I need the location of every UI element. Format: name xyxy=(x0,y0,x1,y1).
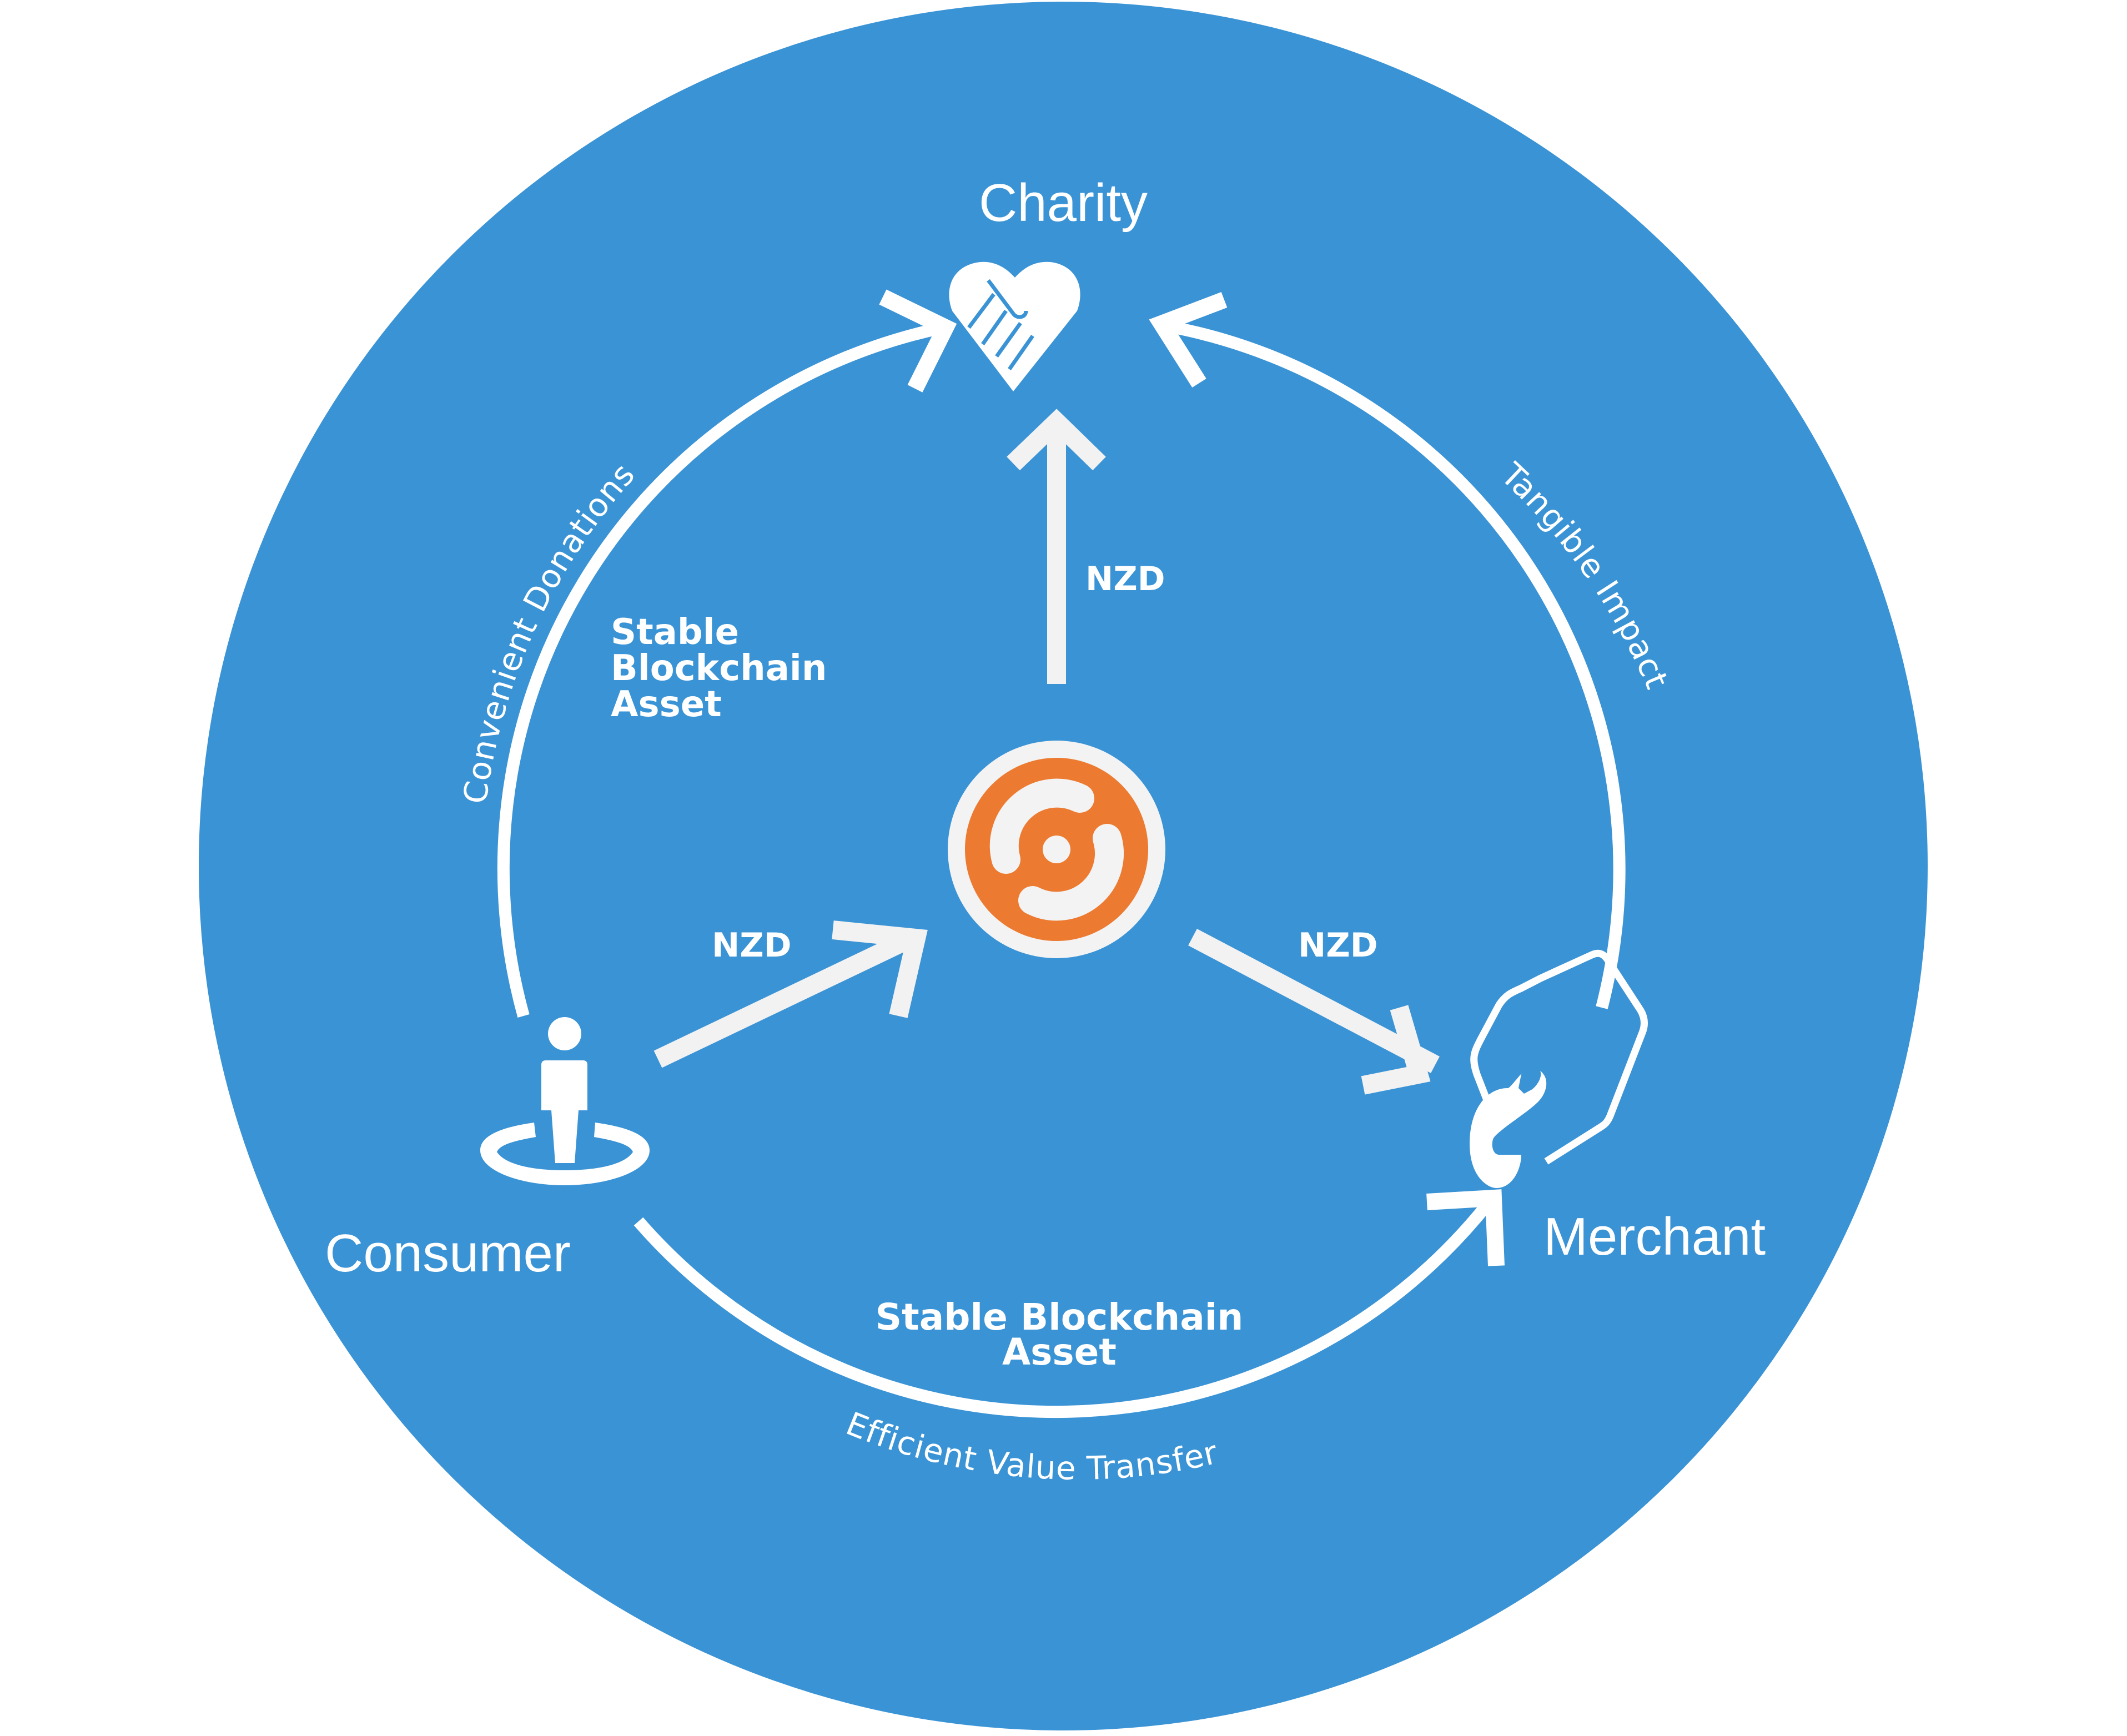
asset-line-1: Stable xyxy=(611,612,739,653)
charity-label: Charity xyxy=(979,173,1148,233)
nzd-label-hub-to-charity: NZD xyxy=(1085,560,1165,598)
heart-handshake-icon xyxy=(949,261,1080,391)
person-location-icon xyxy=(480,1017,650,1185)
consumer-label: Consumer xyxy=(325,1224,571,1283)
asset-line-3: Asset xyxy=(611,684,722,725)
nzd-label-hub-to-merchant: NZD xyxy=(1298,926,1378,965)
asset-line-2: Asset xyxy=(1002,1331,1117,1373)
orange-swirl-logo-icon xyxy=(948,741,1165,958)
asset-line-2: Blockchain xyxy=(611,648,827,689)
nzd-label-consumer-to-hub: NZD xyxy=(712,926,792,965)
merchant-label: Merchant xyxy=(1543,1207,1766,1266)
asset-label-consumer-to-merchant: Stable Blockchain Asset xyxy=(876,1296,1244,1373)
arc-consumer-to-merchant xyxy=(633,1189,1505,1418)
asset-label-consumer-to-charity: Stable Blockchain Asset xyxy=(611,612,827,725)
price-tag-icon xyxy=(1470,949,1648,1188)
arrow-hub-to-charity xyxy=(1007,409,1106,684)
arc-consumer-to-charity xyxy=(497,289,957,1018)
arc-merchant-to-charity xyxy=(1149,291,1626,1009)
arrow-hub-to-merchant xyxy=(1188,928,1440,1095)
asset-line-1: Stable Blockchain xyxy=(876,1296,1244,1339)
arrow-consumer-to-hub xyxy=(653,920,928,1068)
